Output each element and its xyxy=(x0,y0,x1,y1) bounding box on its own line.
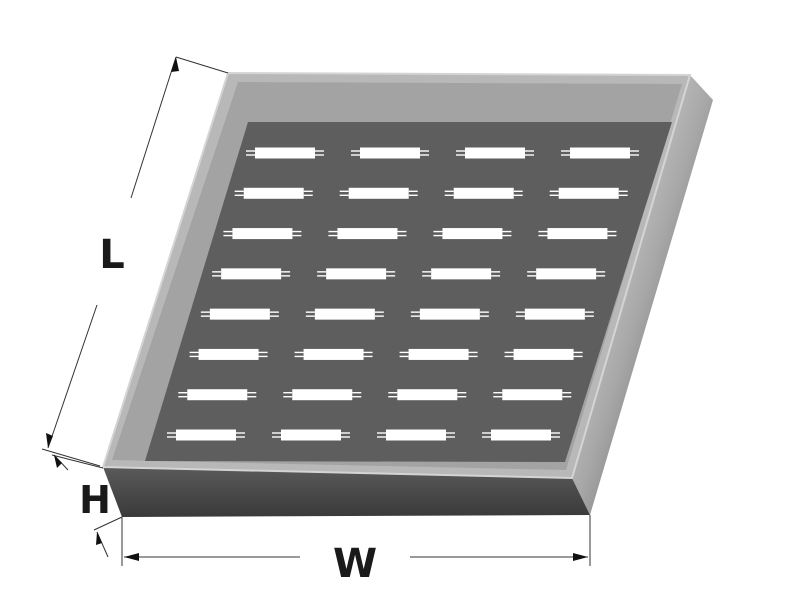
dim-l-extension-top xyxy=(175,56,229,74)
tube-component xyxy=(456,147,534,159)
tube-component xyxy=(167,429,245,441)
tube-component xyxy=(538,228,617,240)
tube-body xyxy=(502,389,563,401)
dim-h-extension-top xyxy=(51,454,104,469)
tube-component xyxy=(422,268,501,280)
tube-body xyxy=(431,268,492,280)
tube-body xyxy=(547,228,608,240)
tube-body xyxy=(337,228,398,240)
tube-body xyxy=(386,429,446,441)
tube-body xyxy=(209,308,270,320)
tube-body xyxy=(314,308,375,320)
dim-h-extension-bottom xyxy=(93,516,123,531)
tube-component xyxy=(200,308,279,320)
dim-h-label: H xyxy=(79,478,111,522)
tube-body xyxy=(232,228,293,240)
tube-body xyxy=(360,147,420,159)
tube-body xyxy=(408,348,469,360)
tube-body xyxy=(536,268,597,280)
tube-body xyxy=(187,389,248,401)
tube-body xyxy=(198,348,259,360)
tube-body xyxy=(465,147,525,159)
dimension-width: W xyxy=(121,515,591,587)
tube-component xyxy=(178,389,257,401)
dim-w-label: W xyxy=(333,541,377,587)
tube-component xyxy=(561,147,639,159)
dim-l-arrow-top xyxy=(171,57,179,72)
dim-h-arrow-bottom xyxy=(96,532,102,545)
tube-component xyxy=(272,429,350,441)
tube-component xyxy=(493,389,572,401)
component-grid xyxy=(167,147,639,441)
tube-component xyxy=(410,308,489,320)
tube-body xyxy=(176,429,236,441)
tube-component xyxy=(317,268,396,280)
tube-body xyxy=(524,308,585,320)
dim-l-line-lower xyxy=(47,304,98,449)
tube-component xyxy=(339,187,418,199)
tube-body xyxy=(397,389,458,401)
tube-body xyxy=(326,268,387,280)
dimension-height: H xyxy=(51,454,123,558)
tube-component xyxy=(246,147,324,159)
dim-l-label: L xyxy=(99,232,125,278)
tube-component xyxy=(504,348,583,360)
tube-body xyxy=(513,348,574,360)
tube-component xyxy=(527,268,606,280)
tube-component xyxy=(294,348,373,360)
tube-body xyxy=(442,228,503,240)
tube-body xyxy=(292,389,353,401)
tube-component xyxy=(305,308,384,320)
tube-component xyxy=(388,389,467,401)
tube-body xyxy=(348,187,409,199)
dim-l-arrow-bottom xyxy=(46,433,53,448)
tube-component xyxy=(212,268,291,280)
tube-component xyxy=(283,389,362,401)
tube-body xyxy=(419,308,480,320)
tube-component xyxy=(444,187,523,199)
tube-body xyxy=(558,187,619,199)
tube-component xyxy=(515,308,594,320)
tube-body xyxy=(491,429,551,441)
dim-w-arrow-right xyxy=(573,553,588,561)
tube-component xyxy=(482,429,560,441)
dim-h-arrow-top xyxy=(54,455,62,468)
tube-body xyxy=(255,147,315,159)
tube-body xyxy=(570,147,630,159)
dim-l-line-upper xyxy=(130,56,177,199)
tube-component xyxy=(433,228,512,240)
tube-component xyxy=(351,147,429,159)
tube-component xyxy=(189,348,268,360)
tube-component xyxy=(377,429,455,441)
dim-w-arrow-left xyxy=(124,553,139,561)
tray-inner-floor xyxy=(145,122,672,462)
tube-component xyxy=(549,187,628,199)
tray-right-face xyxy=(572,75,713,515)
dimension-length: L xyxy=(41,56,229,467)
tube-body xyxy=(453,187,514,199)
tube-body xyxy=(243,187,304,199)
tube-body xyxy=(303,348,364,360)
tube-component xyxy=(399,348,478,360)
tube-component xyxy=(328,228,407,240)
tube-body xyxy=(281,429,341,441)
tube-component xyxy=(234,187,313,199)
tube-component xyxy=(223,228,302,240)
tube-body xyxy=(221,268,282,280)
dim-l-extension-bottom xyxy=(41,448,101,467)
tray-front-face xyxy=(103,467,590,517)
